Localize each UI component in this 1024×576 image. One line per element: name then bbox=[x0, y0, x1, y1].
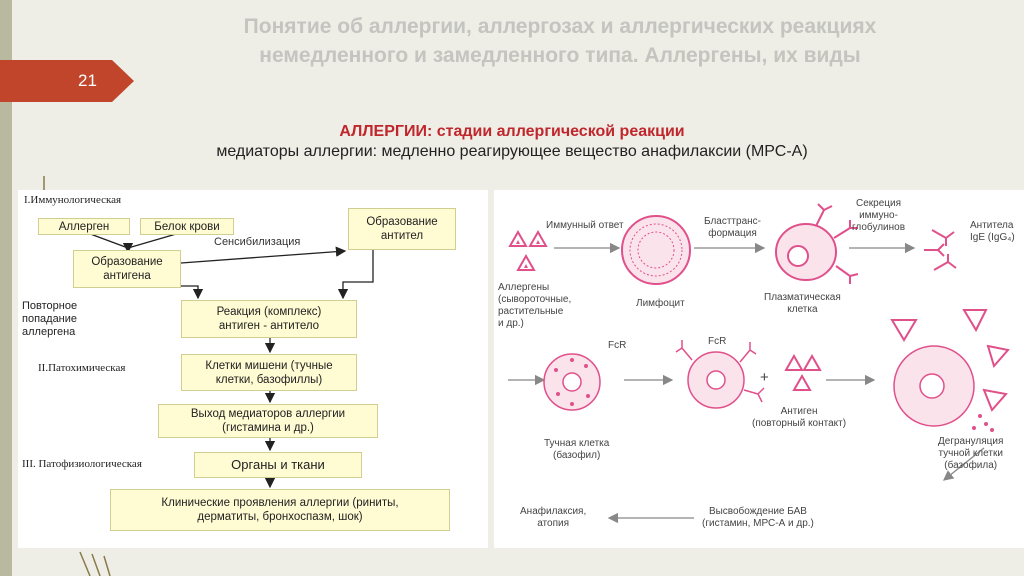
allergen-triangles bbox=[508, 229, 548, 271]
antigen-formation-line-2: антигена bbox=[103, 270, 151, 282]
anaphylaxis-line-2: атопия bbox=[537, 518, 570, 529]
plasma-cell-line-1: Плазматическая bbox=[764, 292, 841, 303]
anaphylaxis-label: Анафилаксия, атопия bbox=[520, 506, 586, 530]
title-line-1: Понятие об аллергии, аллергозах и аллерг… bbox=[243, 15, 877, 38]
secretion-line-2: иммуно- bbox=[859, 210, 898, 221]
antibodies-line-2: IgE (IgG₄) bbox=[970, 232, 1015, 243]
blast-line-2: формация bbox=[708, 228, 757, 239]
degranulation-line-2: тучной клетки bbox=[938, 448, 1003, 459]
antibody-shapes bbox=[924, 229, 957, 271]
allergens-label: Аллергены (сывороточные, растительные и … bbox=[498, 282, 571, 330]
subtitle-text: медиаторы аллергии: медленно реагирующее… bbox=[216, 143, 808, 160]
cell-scheme-panel: Иммунный ответ Бласттранс- формация Секр… bbox=[494, 190, 1024, 548]
antigen-line-2: (повторный контакт) bbox=[752, 418, 847, 429]
antigen-line-1: Антиген bbox=[780, 406, 818, 417]
complex-reaction-box: Реакция (комплекс) антиген - антитело bbox=[181, 300, 357, 338]
mast-cell-1 bbox=[543, 353, 601, 411]
badge-arrow-shape bbox=[0, 60, 134, 102]
plus-sign: + bbox=[760, 369, 769, 386]
mast-cell-label: Тучная клетка (базофил) bbox=[544, 438, 609, 462]
clinical-line-2: дерматиты, бронхоспазм, шок) bbox=[197, 511, 363, 523]
lymphocyte-label: Лимфоцит bbox=[636, 298, 685, 309]
repeat-note-line-1: Повторное bbox=[22, 300, 78, 312]
mediators-line-1: Выход медиаторов аллергии bbox=[190, 408, 346, 420]
stage-immunological: I.Иммунологическая bbox=[24, 194, 122, 206]
antibody-formation-line-1: Образование bbox=[366, 216, 438, 228]
fcr-label-2: FcR bbox=[708, 336, 727, 347]
flowchart-arrows bbox=[84, 231, 374, 489]
allergens-line-2: (сывороточные, bbox=[498, 294, 572, 305]
complex-line-1: Реакция (комплекс) bbox=[216, 306, 322, 318]
left-accent-bar bbox=[0, 0, 12, 576]
slide-number: 21 bbox=[78, 71, 97, 90]
slide-number-badge: 21 bbox=[0, 60, 136, 102]
slide-subtitle: АЛЛЕРГИИ: стадии аллергической реакции м… bbox=[100, 122, 924, 162]
antibody-formation-box: Образование антител bbox=[348, 208, 456, 250]
blood-protein-box: Белок крови bbox=[140, 218, 234, 235]
allergens-line-4: и др.) bbox=[498, 318, 524, 329]
complex-line-2: антиген - антитело bbox=[218, 320, 320, 332]
stage-pathochemical: II.Патохимическая bbox=[38, 362, 126, 374]
blast-line-1: Бласттранс- bbox=[704, 216, 761, 227]
antigen-formation-line-1: Образование bbox=[91, 256, 163, 268]
organs-box: Органы и ткани bbox=[194, 452, 362, 478]
degranulation-line-1: Дегрануляция bbox=[938, 436, 1004, 447]
target-cells-box: Клетки мишени (тучные клетки, базофиллы) bbox=[181, 354, 357, 391]
cell-scheme-graphics bbox=[508, 203, 1010, 524]
mediators-line-2: (гистамина и др.) bbox=[222, 422, 314, 434]
clinical-box: Клинические проявления аллергии (риниты,… bbox=[110, 489, 450, 531]
secretion-line-3: глобулинов bbox=[852, 222, 906, 233]
slide-title: Понятие об аллергии, аллергозах и аллерг… bbox=[120, 12, 1000, 70]
lymphocyte-cell bbox=[621, 215, 691, 285]
mast-cell-line-2: (базофил) bbox=[553, 450, 601, 461]
secretion-label: Секреция иммуно- глобулинов bbox=[852, 198, 905, 234]
stage-pathophysiological: III. Патофизиологическая bbox=[22, 458, 142, 470]
plasma-cell bbox=[775, 203, 859, 284]
mast-cell-line-1: Тучная клетка bbox=[544, 438, 610, 449]
bav-release-line-2: (гистамин, МРС-А и др.) bbox=[702, 518, 814, 529]
anaphylaxis-line-1: Анафилаксия, bbox=[520, 506, 587, 517]
repeat-note-line-3: аллергена bbox=[22, 326, 76, 338]
title-line-2: немедленного и замедленного типа. Аллерг… bbox=[259, 44, 861, 67]
sensitization-label: Сенсибилизация bbox=[214, 236, 301, 248]
degranulating-cell bbox=[890, 309, 1010, 432]
clinical-line-1: Клинические проявления аллергии (риниты, bbox=[161, 497, 399, 509]
mast-cell-2 bbox=[675, 340, 765, 409]
bav-release-label: Высвобождение БАВ (гистамин, МРС-А и др.… bbox=[702, 506, 814, 530]
target-cells-line-1: Клетки мишени (тучные bbox=[205, 359, 333, 372]
allergen-box: Аллерген bbox=[38, 218, 130, 235]
allergens-line-3: растительные bbox=[498, 306, 564, 317]
antigen-label: Антиген (повторный контакт) bbox=[752, 406, 846, 430]
mediators-box: Выход медиаторов аллергии (гистамина и д… bbox=[158, 404, 378, 438]
antigen-triangles bbox=[784, 353, 822, 391]
flowchart-panel: I.Иммунологическая Аллерген Белок крови … bbox=[18, 190, 488, 548]
immune-response-label: Иммунный ответ bbox=[546, 220, 624, 231]
degranulation-label: Дегрануляция тучной клетки (базофила) bbox=[938, 436, 1003, 472]
blast-label: Бласттранс- формация bbox=[704, 216, 761, 240]
repeat-note-line-2: попадание bbox=[22, 313, 78, 325]
antigen-formation-box: Образование антигена bbox=[73, 250, 181, 288]
fcr-label-1: FcR bbox=[608, 340, 627, 351]
target-cells-line-2: клетки, базофиллы) bbox=[215, 373, 323, 386]
allergens-line-1: Аллергены bbox=[498, 282, 550, 293]
degranulation-line-3: (базофила) bbox=[944, 460, 998, 471]
antibody-formation-line-2: антител bbox=[380, 230, 424, 242]
plasma-cell-line-2: клетка bbox=[787, 304, 818, 315]
secretion-line-1: Секреция bbox=[856, 198, 902, 209]
antibodies-label: Антитела IgE (IgG₄) bbox=[970, 220, 1015, 244]
repeat-exposure-note: Повторное попадание аллергена bbox=[22, 300, 77, 339]
plasma-cell-label: Плазматическая клетка bbox=[764, 292, 841, 316]
bav-release-line-1: Высвобождение БАВ bbox=[708, 506, 807, 517]
subtitle-bold: АЛЛЕРГИИ: стадии аллергической реакции bbox=[339, 123, 685, 140]
antibodies-line-1: Антитела bbox=[970, 220, 1014, 231]
